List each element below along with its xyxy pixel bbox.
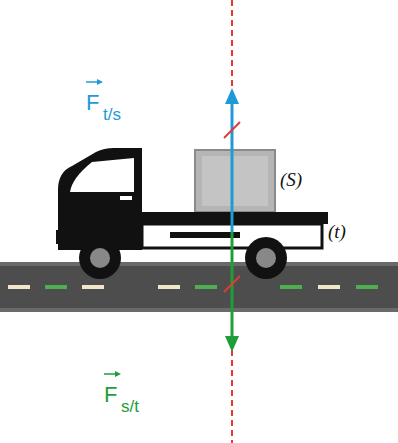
force-symbol: F [104,384,117,406]
cab-window [70,158,134,192]
road-edge [0,262,398,266]
chassis-bar [170,232,240,238]
part-label: (S) [280,170,302,189]
force-symbol: F [86,92,99,114]
arrowhead-down [225,336,239,352]
wheel [79,237,121,279]
vector-sign-head [115,371,121,377]
road [0,262,398,312]
force-subscript: t/s [103,106,121,123]
door-handle [120,196,132,200]
wheel-hub [90,248,110,268]
equal-mark [224,122,240,138]
load-box [195,150,275,212]
force-arrow-up [231,100,234,232]
road-dashes [8,285,378,289]
load-box-face [202,156,268,206]
part-label: (t) [328,222,346,241]
equal-mark [224,276,240,292]
wheel [245,237,287,279]
wheel-hub [256,248,276,268]
bumper [56,230,86,244]
arrowhead-up [225,88,239,104]
truck-bed [142,212,328,224]
road-edge [0,308,398,312]
vector-sign-head [97,79,103,85]
line-of-action [231,0,233,443]
force-subscript: s/t [121,398,139,415]
